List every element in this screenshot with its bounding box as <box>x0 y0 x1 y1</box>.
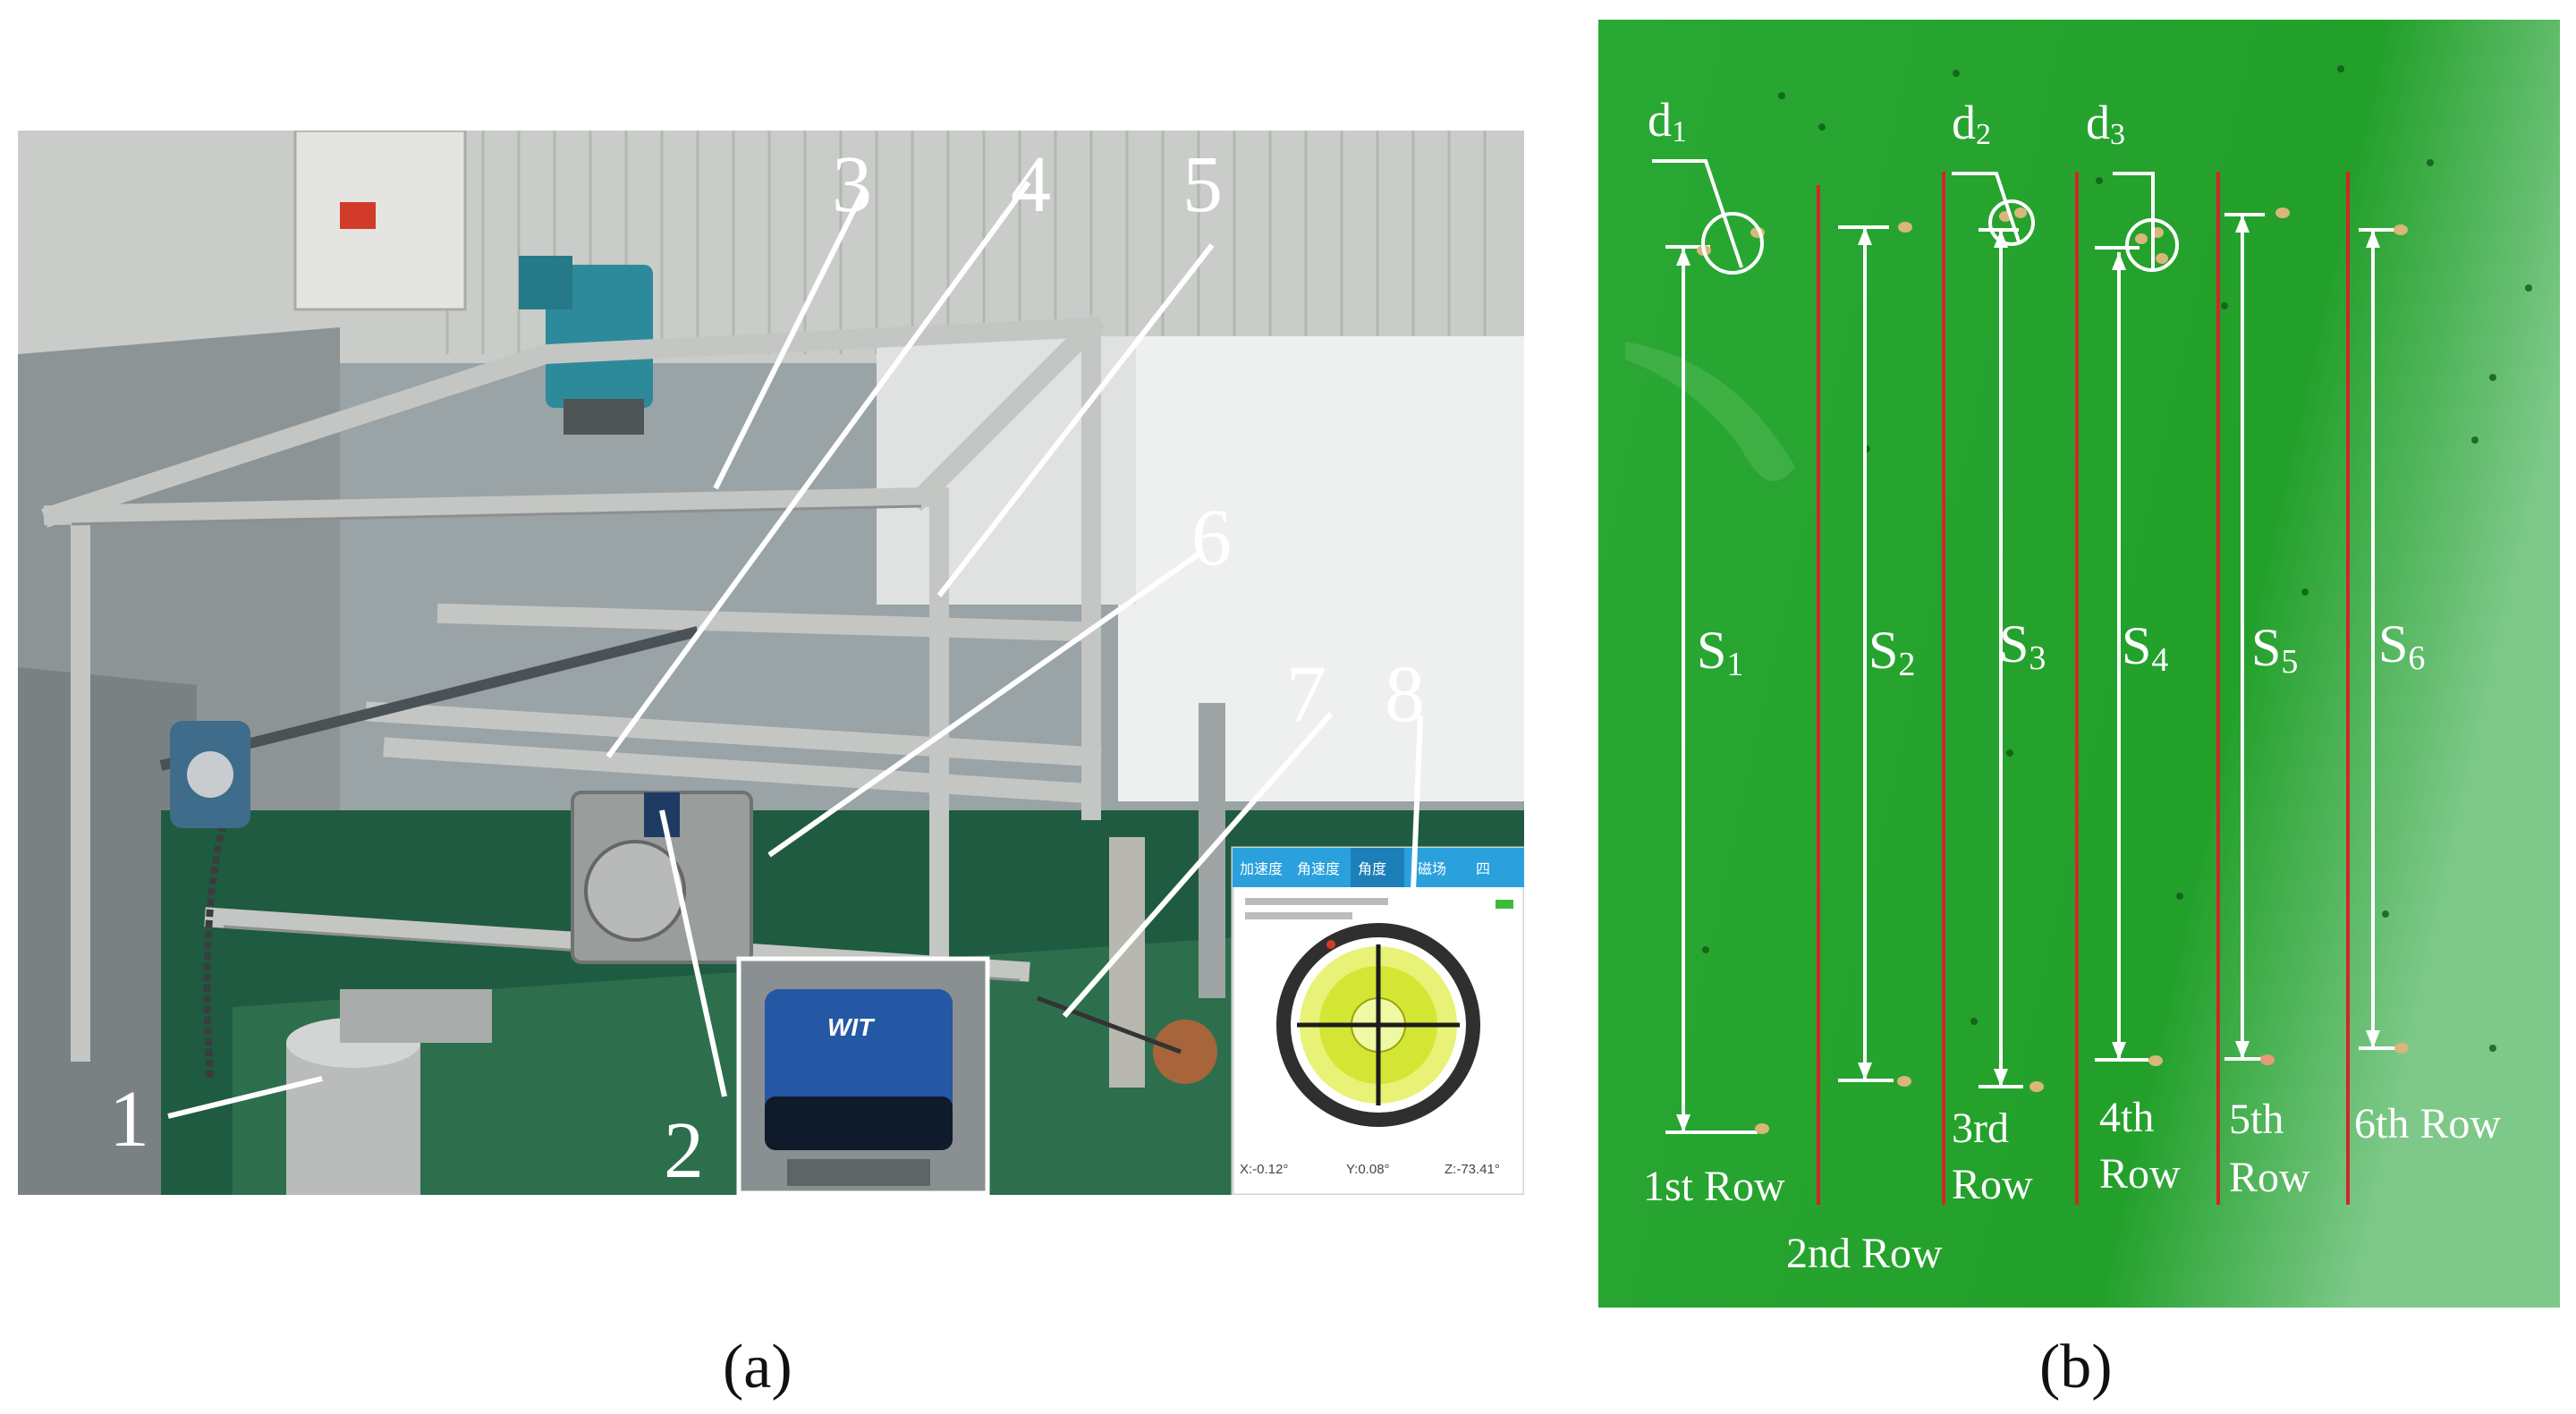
photo-seed-distribution: d1 d2 d3 S1 S2 S3 S4 S5 S6 1st Row 2nd R… <box>1598 20 2560 1308</box>
spacing-lines <box>1665 213 2399 1134</box>
callout-1: 1 <box>109 1075 149 1164</box>
phone-tab-4: 四 <box>1476 862 1490 877</box>
phone-tab-1: 角速度 <box>1297 861 1340 877</box>
callout-7: 7 <box>1286 650 1326 739</box>
phone-tab-2: 角度 <box>1358 861 1386 877</box>
caption-a-text: (a) <box>723 1333 792 1401</box>
phone-footer-z: Z:-73.41° <box>1445 1162 1500 1177</box>
caption-b: (b) <box>2039 1336 2113 1399</box>
label-s4: S4 <box>2122 616 2168 679</box>
callout-2: 2 <box>664 1106 704 1195</box>
label-s2: S2 <box>1868 621 1915 683</box>
row-label-1: 1st Row <box>1643 1163 1785 1210</box>
phone-screen-inset: 加速度 角速度 角度 磁场 四 X:-0.12° Y:0.08° Z:-73.4… <box>1231 846 1524 1195</box>
spacing-labels: S1 S2 S3 S4 S5 S6 <box>1697 614 2425 683</box>
label-d3: d3 <box>2086 96 2125 151</box>
caption-a: (a) <box>723 1336 792 1399</box>
row-separator-lines <box>1817 172 2350 1205</box>
label-d2: d2 <box>1952 96 1991 151</box>
label-d1: d1 <box>1648 93 1687 148</box>
callout-5: 5 <box>1182 140 1223 229</box>
sensor-inset: WIT <box>736 956 990 1195</box>
phone-footer-x: X:-0.12° <box>1240 1162 1288 1177</box>
row-label-3-line1: 3rd <box>1952 1105 2009 1152</box>
spacing-arrowheads <box>1676 215 2380 1132</box>
row-labels: 1st Row 2nd Row 3rd Row 4th Row 5th Row … <box>1643 1094 2501 1277</box>
photo-test-bench: WIT 加速度 角速度 角度 磁场 四 X:-0.12° Y:0.08° <box>18 131 1524 1195</box>
phone-tab-0: 加速度 <box>1240 861 1283 877</box>
callout-3: 3 <box>832 140 872 229</box>
row-label-2: 2nd Row <box>1786 1230 1943 1277</box>
row-label-3-line2: Row <box>1952 1161 2033 1208</box>
diameter-markers <box>1652 159 2179 275</box>
caption-b-text: (b) <box>2039 1333 2113 1401</box>
row-label-4-line1: 4th <box>2099 1094 2154 1141</box>
callout-8: 8 <box>1385 650 1425 739</box>
row-label-4-line2: Row <box>2099 1150 2181 1198</box>
label-s3: S3 <box>1999 614 2046 677</box>
callout-4: 4 <box>1011 140 1051 229</box>
test-bench-illustration: WIT 加速度 角速度 角度 磁场 四 X:-0.12° Y:0.08° <box>18 131 1524 1195</box>
row-label-5-line1: 5th <box>2229 1096 2284 1143</box>
sensor-brand-text: WIT <box>827 1013 876 1041</box>
phone-tab-3: 磁场 <box>1418 861 1446 877</box>
label-s5: S5 <box>2251 618 2298 681</box>
phone-footer-y: Y:0.08° <box>1346 1162 1390 1177</box>
callout-6: 6 <box>1191 494 1232 582</box>
row-label-5-line2: Row <box>2229 1154 2310 1201</box>
label-s1: S1 <box>1697 621 1743 683</box>
row-label-6: 6th Row <box>2354 1100 2501 1147</box>
seed-distribution-diagram: d1 d2 d3 S1 S2 S3 S4 S5 S6 1st Row 2nd R… <box>1598 20 2560 1308</box>
callout-leaders <box>167 181 1423 1119</box>
label-s6: S6 <box>2378 614 2425 677</box>
diameter-labels: d1 d2 d3 <box>1648 93 2125 151</box>
callout-numbers: 1 2 3 4 5 6 7 8 <box>109 140 1425 1195</box>
